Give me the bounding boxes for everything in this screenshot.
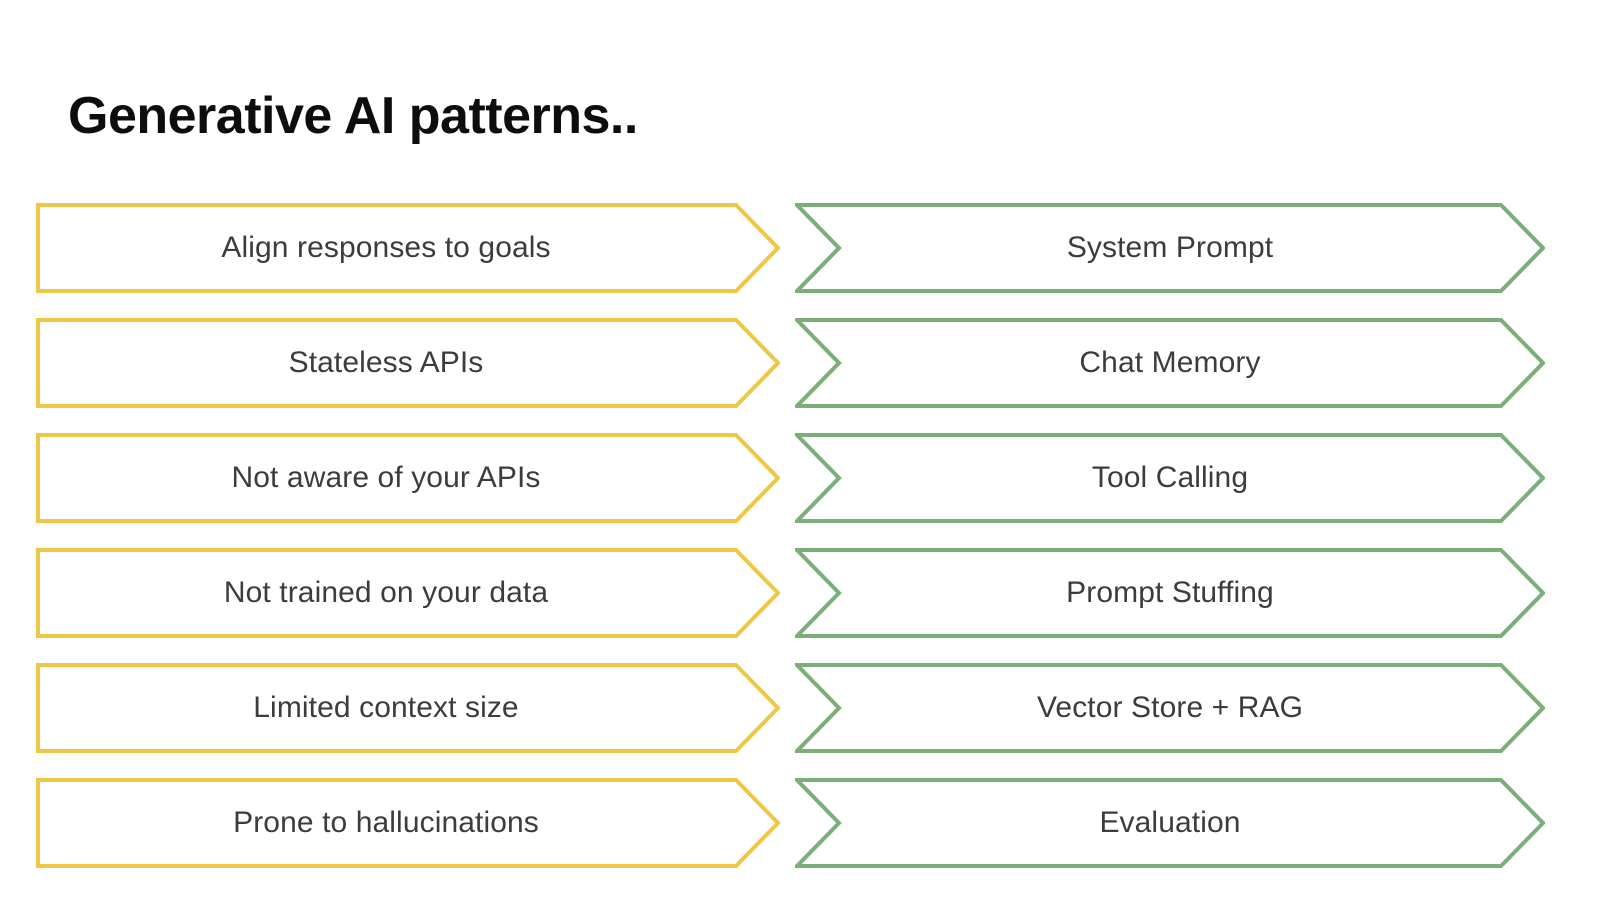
problem-arrow-1[interactable]: Align responses to goals — [36, 203, 780, 293]
problem-arrow-shape-icon — [36, 318, 780, 408]
page-title: Generative AI patterns.. — [68, 87, 638, 145]
pattern-row: Limited context size Vector Store + RAG — [0, 663, 1600, 753]
pattern-label: System Prompt — [1066, 231, 1274, 264]
pattern-label: Vector Store + RAG — [1036, 691, 1304, 724]
pattern-row: Prone to hallucinations Evaluation — [0, 778, 1600, 868]
problem-arrow-5[interactable]: Limited context size — [36, 663, 780, 753]
problem-arrow-3[interactable]: Not aware of your APIs — [36, 433, 780, 523]
pattern-chevron-shape-icon — [795, 548, 1545, 638]
problem-arrow-shape-icon — [36, 663, 780, 753]
pattern-chevron-shape-icon — [795, 778, 1545, 868]
problem-label: Not trained on your data — [223, 576, 549, 609]
problem-label: Stateless APIs — [288, 346, 484, 379]
problem-arrow-4[interactable]: Not trained on your data — [36, 548, 780, 638]
pattern-chevron-shape-icon — [795, 203, 1545, 293]
pattern-arrow-3[interactable]: Tool Calling — [795, 433, 1545, 523]
pattern-label: Evaluation — [1099, 806, 1241, 839]
problem-arrow-shape-icon — [36, 548, 780, 638]
problem-label: Limited context size — [253, 691, 519, 724]
pattern-chevron-shape-icon — [795, 663, 1545, 753]
pattern-label: Chat Memory — [1079, 346, 1261, 379]
problem-arrow-6[interactable]: Prone to hallucinations — [36, 778, 780, 868]
problem-label: Prone to hallucinations — [233, 806, 539, 839]
pattern-row: Not trained on your data Prompt Stuffing — [0, 548, 1600, 638]
pattern-arrow-4[interactable]: Prompt Stuffing — [795, 548, 1545, 638]
pattern-label: Tool Calling — [1091, 461, 1249, 494]
problem-arrow-shape-icon — [36, 433, 780, 523]
problem-arrow-shape-icon — [36, 778, 780, 868]
pattern-chevron-shape-icon — [795, 433, 1545, 523]
pattern-label: Prompt Stuffing — [1066, 576, 1274, 609]
pattern-arrow-2[interactable]: Chat Memory — [795, 318, 1545, 408]
pattern-arrow-5[interactable]: Vector Store + RAG — [795, 663, 1545, 753]
pattern-row: Align responses to goals System Prompt — [0, 203, 1600, 293]
pattern-chevron-shape-icon — [795, 318, 1545, 408]
problem-label: Not aware of your APIs — [231, 461, 541, 494]
problem-label: Align responses to goals — [221, 231, 551, 264]
problem-arrow-shape-icon — [36, 203, 780, 293]
problem-arrow-2[interactable]: Stateless APIs — [36, 318, 780, 408]
pattern-row: Not aware of your APIs Tool Calling — [0, 433, 1600, 523]
pattern-arrow-6[interactable]: Evaluation — [795, 778, 1545, 868]
pattern-row: Stateless APIs Chat Memory — [0, 318, 1600, 408]
pattern-arrow-1[interactable]: System Prompt — [795, 203, 1545, 293]
